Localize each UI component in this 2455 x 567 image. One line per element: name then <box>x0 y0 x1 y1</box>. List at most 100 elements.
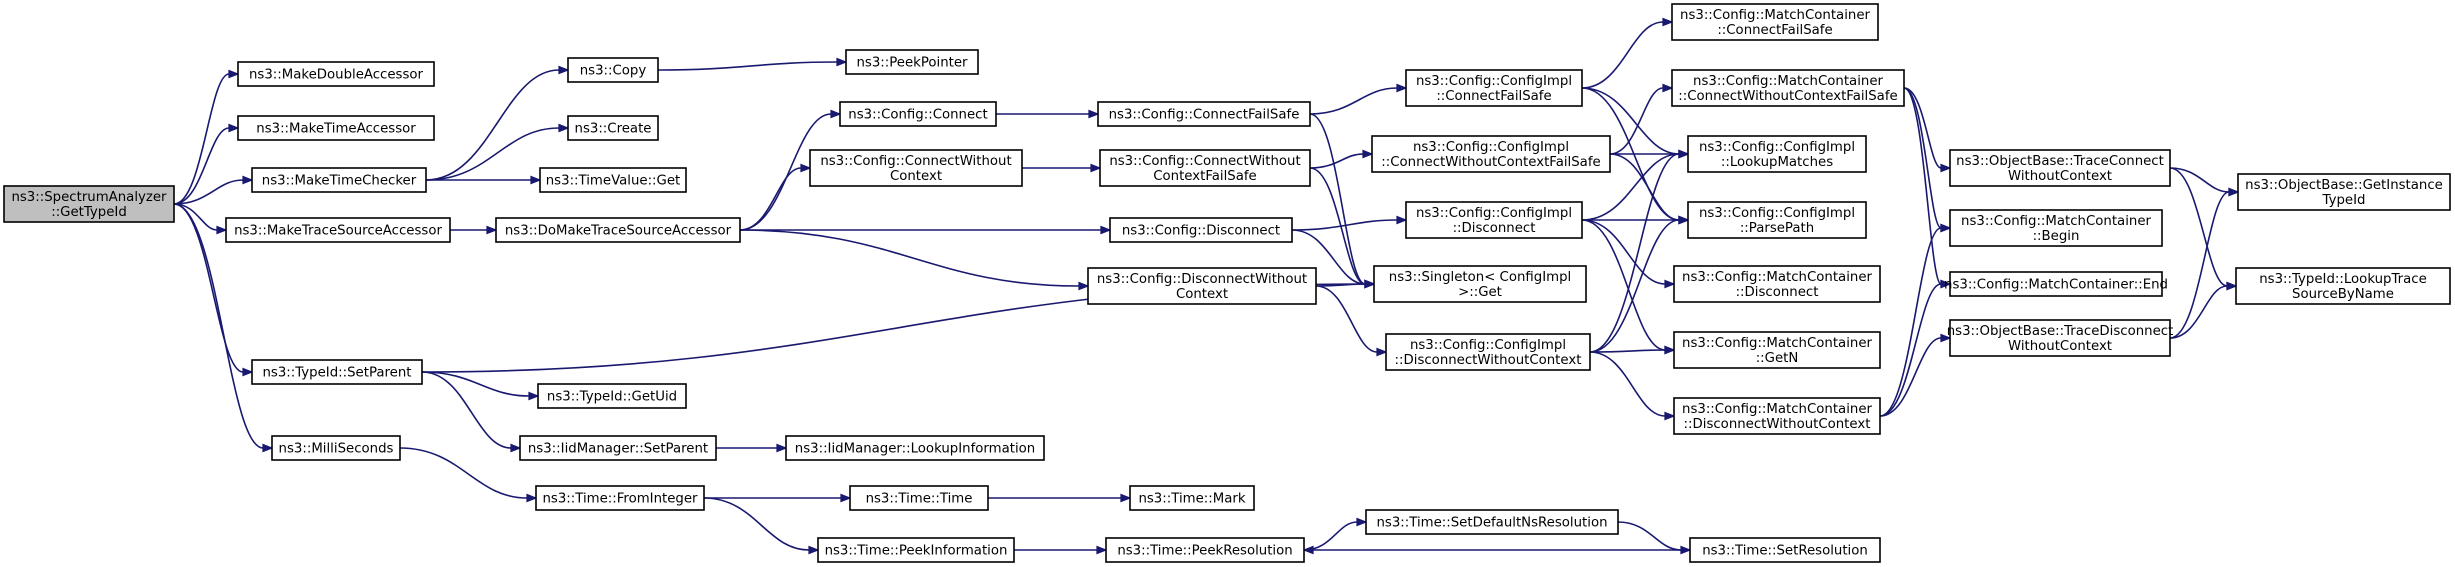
node-cilm[interactable]: ns3::Config::ConfigImpl::LookupMatches <box>1687 135 1867 173</box>
edge-line <box>1903 87 1942 285</box>
edge-cdiscwc-to-cidiscwc <box>1315 285 1388 357</box>
node-mta[interactable]: ns3::MakeTimeAccessor <box>237 115 435 141</box>
node-box <box>1385 333 1591 371</box>
node-create[interactable]: ns3::Create <box>567 115 659 141</box>
node-mtsa[interactable]: ns3::MakeTraceSourceAccessor <box>225 217 451 243</box>
node-cidisc[interactable]: ns3::Config::ConfigImpl::Disconnect <box>1405 201 1583 239</box>
node-obtdwc[interactable]: ns3::ObjectBase::TraceDisconnectWithoutC… <box>1947 319 2174 357</box>
node-mtc[interactable]: ns3::MakeTimeChecker <box>251 167 427 193</box>
node-box <box>1687 201 1867 239</box>
node-ttime[interactable]: ns3::Time::Time <box>849 485 989 511</box>
edge-line <box>1609 153 1680 221</box>
arrowhead <box>242 367 254 377</box>
node-cconn[interactable]: ns3::Config::Connect <box>839 101 997 127</box>
node-cconnwc[interactable]: ns3::Config::ConnectWithoutContext <box>809 149 1023 187</box>
node-cidiscwc[interactable]: ns3::Config::ConfigImpl::DisconnectWitho… <box>1385 333 1591 371</box>
node-singleton[interactable]: ns3::Singleton< ConfigImpl>::Get <box>1373 265 1587 303</box>
node-cdiscwc[interactable]: ns3::Config::DisconnectWithoutContext <box>1087 267 1317 305</box>
node-ciconnfs[interactable]: ns3::Config::ConfigImpl::ConnectFailSafe <box>1405 69 1583 107</box>
node-mcdisc[interactable]: ns3::Config::MatchContainer::Disconnect <box>1673 265 1881 303</box>
arrowhead <box>840 493 852 503</box>
arrowhead <box>1664 411 1676 421</box>
node-mda[interactable]: ns3::MakeDoubleAccessor <box>237 61 435 87</box>
node-label: ns3::SpectrumAnalyzer <box>11 190 167 205</box>
node-mcdiscwc[interactable]: ns3::Config::MatchContainer::DisconnectW… <box>1673 397 1881 435</box>
edge-line <box>1581 219 1666 351</box>
arrowhead <box>1940 163 1952 173</box>
arrowhead <box>1362 149 1374 159</box>
node-label: ::LookupMatches <box>1721 155 1833 170</box>
node-mcconnwcfs[interactable]: ns3::Config::MatchContainer::ConnectWith… <box>1671 69 1905 107</box>
node-label: ns3::ObjectBase::GetInstance <box>2245 178 2443 193</box>
node-box <box>2235 267 2451 305</box>
edge-line <box>1315 285 1378 353</box>
edge-root-to-mta <box>173 123 240 205</box>
node-label: ::Begin <box>2033 229 2080 244</box>
node-label: ns3::TimeValue::Get <box>546 174 681 189</box>
node-label: ns3::Time::FromInteger <box>542 492 698 507</box>
node-tgetuid[interactable]: ns3::TypeId::GetUid <box>537 383 687 409</box>
node-tvget[interactable]: ns3::TimeValue::Get <box>539 167 687 193</box>
node-label: ns3::Time::SetDefaultNsResolution <box>1376 516 1607 531</box>
edge-ciconnwcfs-to-mcconnwcfs <box>1609 83 1674 155</box>
node-tmark[interactable]: ns3::Time::Mark <box>1129 485 1255 511</box>
node-copy[interactable]: ns3::Copy <box>567 57 659 83</box>
node-tpi[interactable]: ns3::Time::PeekInformation <box>817 537 1015 563</box>
node-cipp[interactable]: ns3::Config::ConfigImpl::ParsePath <box>1687 201 1867 239</box>
arrowhead <box>1678 215 1690 225</box>
node-box <box>1099 149 1311 187</box>
node-tsr[interactable]: ns3::Time::SetResolution <box>1689 537 1881 563</box>
node-box <box>1109 217 1293 243</box>
edge-line <box>1291 219 1398 231</box>
node-tpr[interactable]: ns3::Time::PeekResolution <box>1105 537 1305 563</box>
node-mcend[interactable]: ns3::Config::MatchContainer::End <box>1944 271 2168 297</box>
node-iidli[interactable]: ns3::IidManager::LookupInformation <box>785 435 1045 461</box>
node-label: ns3::Config::ConnectWithout <box>820 154 1011 169</box>
node-label: ns3::PeekPointer <box>856 56 968 71</box>
node-cdisc[interactable]: ns3::Config::Disconnect <box>1109 217 1293 243</box>
node-mcgetn[interactable]: ns3::Config::MatchContainer::GetN <box>1673 331 1881 369</box>
edge-cidisc-to-mcgetn <box>1581 219 1676 355</box>
node-peekptr[interactable]: ns3::PeekPointer <box>845 49 979 75</box>
edge-line <box>2169 191 2230 339</box>
node-tsdnr[interactable]: ns3::Time::SetDefaultNsResolution <box>1365 509 1619 535</box>
node-label: ::GetTypeId <box>51 205 127 220</box>
node-dmtsa[interactable]: ns3::DoMakeTraceSourceAccessor <box>495 217 741 243</box>
node-ciconnwcfs[interactable]: ns3::Config::ConfigImpl::ConnectWithoutC… <box>1371 135 1611 173</box>
node-tfi[interactable]: ns3::Time::FromInteger <box>535 485 705 511</box>
node-mcconnfs[interactable]: ns3::Config::MatchContainer::ConnectFail… <box>1671 3 1879 41</box>
node-label: ns3::MilliSeconds <box>279 442 394 457</box>
node-box <box>1405 69 1583 107</box>
edge-line <box>1581 153 1680 221</box>
node-ms[interactable]: ns3::MilliSeconds <box>271 435 401 461</box>
node-iidsp[interactable]: ns3::IidManager::SetParent <box>519 435 717 461</box>
edge-line <box>1903 87 1942 169</box>
arrowhead <box>1940 279 1952 289</box>
edge-tsdnr-to-tsr <box>1617 521 1692 555</box>
node-label: ns3::Config::ConfigImpl <box>1416 206 1572 221</box>
edge-line <box>1879 337 1942 417</box>
node-ccfs[interactable]: ns3::Config::ConnectFailSafe <box>1097 101 1311 127</box>
arrowhead <box>486 225 498 235</box>
node-ccwcfs[interactable]: ns3::Config::ConnectWithoutContextFailSa… <box>1099 149 1311 187</box>
node-box <box>1087 267 1317 305</box>
edge-line <box>1617 521 1682 551</box>
node-label: ns3::Config::ConfigImpl <box>1416 74 1572 89</box>
node-box <box>1673 265 1881 303</box>
node-root[interactable]: ns3::SpectrumAnalyzer::GetTypeId <box>3 185 175 223</box>
node-box <box>1949 209 2163 247</box>
edge-line <box>1589 153 1680 353</box>
edge-dmtsa-to-cdiscwc <box>739 229 1090 291</box>
arrowhead <box>836 57 848 67</box>
edge-line <box>1309 167 1366 285</box>
edge-line <box>1589 351 1666 417</box>
edge-ms-to-tfi <box>399 447 538 503</box>
node-mcbegin[interactable]: ns3::Config::MatchContainer::Begin <box>1949 209 2163 247</box>
node-box <box>3 185 175 223</box>
edge-line <box>399 447 528 499</box>
node-tsp[interactable]: ns3::TypeId::SetParent <box>251 359 423 385</box>
node-label: ns3::Config::MatchContainer <box>1680 8 1870 23</box>
node-obtcwc[interactable]: ns3::ObjectBase::TraceConnectWithoutCont… <box>1949 149 2171 187</box>
